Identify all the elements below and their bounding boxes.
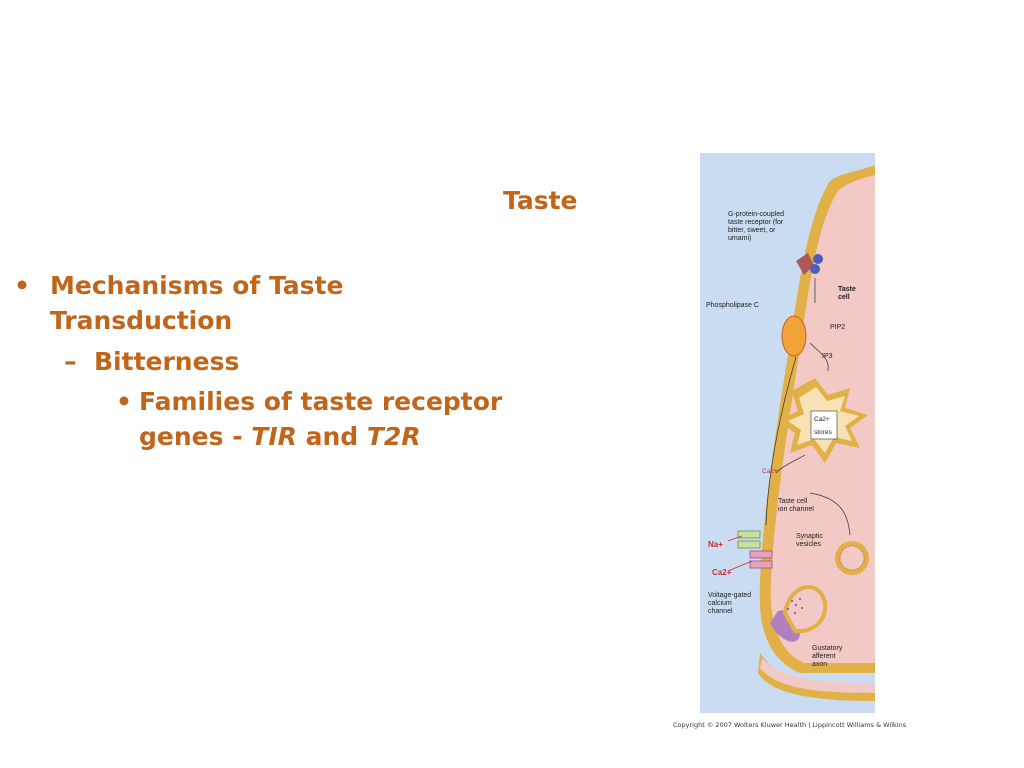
gene-t2r: T2R <box>366 422 421 451</box>
label-phospholipase: Phospholipase C <box>706 302 759 309</box>
label-na: Na+ <box>708 540 723 549</box>
gustatory-axon <box>760 658 875 693</box>
bullet-marker: • <box>14 271 30 300</box>
calcium-channel-icon <box>749 550 773 559</box>
dash-marker: – <box>64 347 77 376</box>
slide-title: Taste <box>503 186 578 215</box>
synaptic-region <box>782 585 828 634</box>
ion-channel-icon <box>737 530 761 539</box>
gene-tir: TIR <box>251 422 297 451</box>
phospholipase-icon <box>781 315 807 357</box>
label-ip3: IP3 <box>822 353 833 360</box>
calcium-channel-icon <box>749 560 773 569</box>
label-ca-released: Ca2+ <box>762 468 778 475</box>
ion-arrows <box>727 535 753 572</box>
bullet-text-families: Families of taste receptor genes - TIR a… <box>139 384 579 454</box>
and-word: and <box>296 422 367 451</box>
neurotransmitter-dots <box>787 598 803 614</box>
receptor-icon <box>796 253 814 275</box>
label-pip2: PIP2 <box>830 324 845 331</box>
copyright-notice: Copyright © 2007 Wolters Kluwer Health |… <box>673 721 907 729</box>
synaptic-vesicle <box>839 545 865 571</box>
label-stores: stores <box>814 429 832 436</box>
label-ca-influx: Ca2+ <box>712 568 732 577</box>
ca-stores-box <box>810 410 838 440</box>
bullet-text-mechanisms: Mechanisms of Taste Transduction <box>50 271 344 335</box>
bullet-text-bitterness: Bitterness <box>94 347 240 376</box>
g-protein-icon <box>813 254 823 264</box>
families-prefix: Families of taste receptor genes - <box>139 387 503 451</box>
label-ca-in-stores: Ca2+ <box>814 416 830 423</box>
g-protein-icon <box>810 264 820 274</box>
pathway-arrows <box>765 278 851 536</box>
ion-channel-icon <box>737 540 761 549</box>
bullet-marker: • <box>116 387 132 416</box>
